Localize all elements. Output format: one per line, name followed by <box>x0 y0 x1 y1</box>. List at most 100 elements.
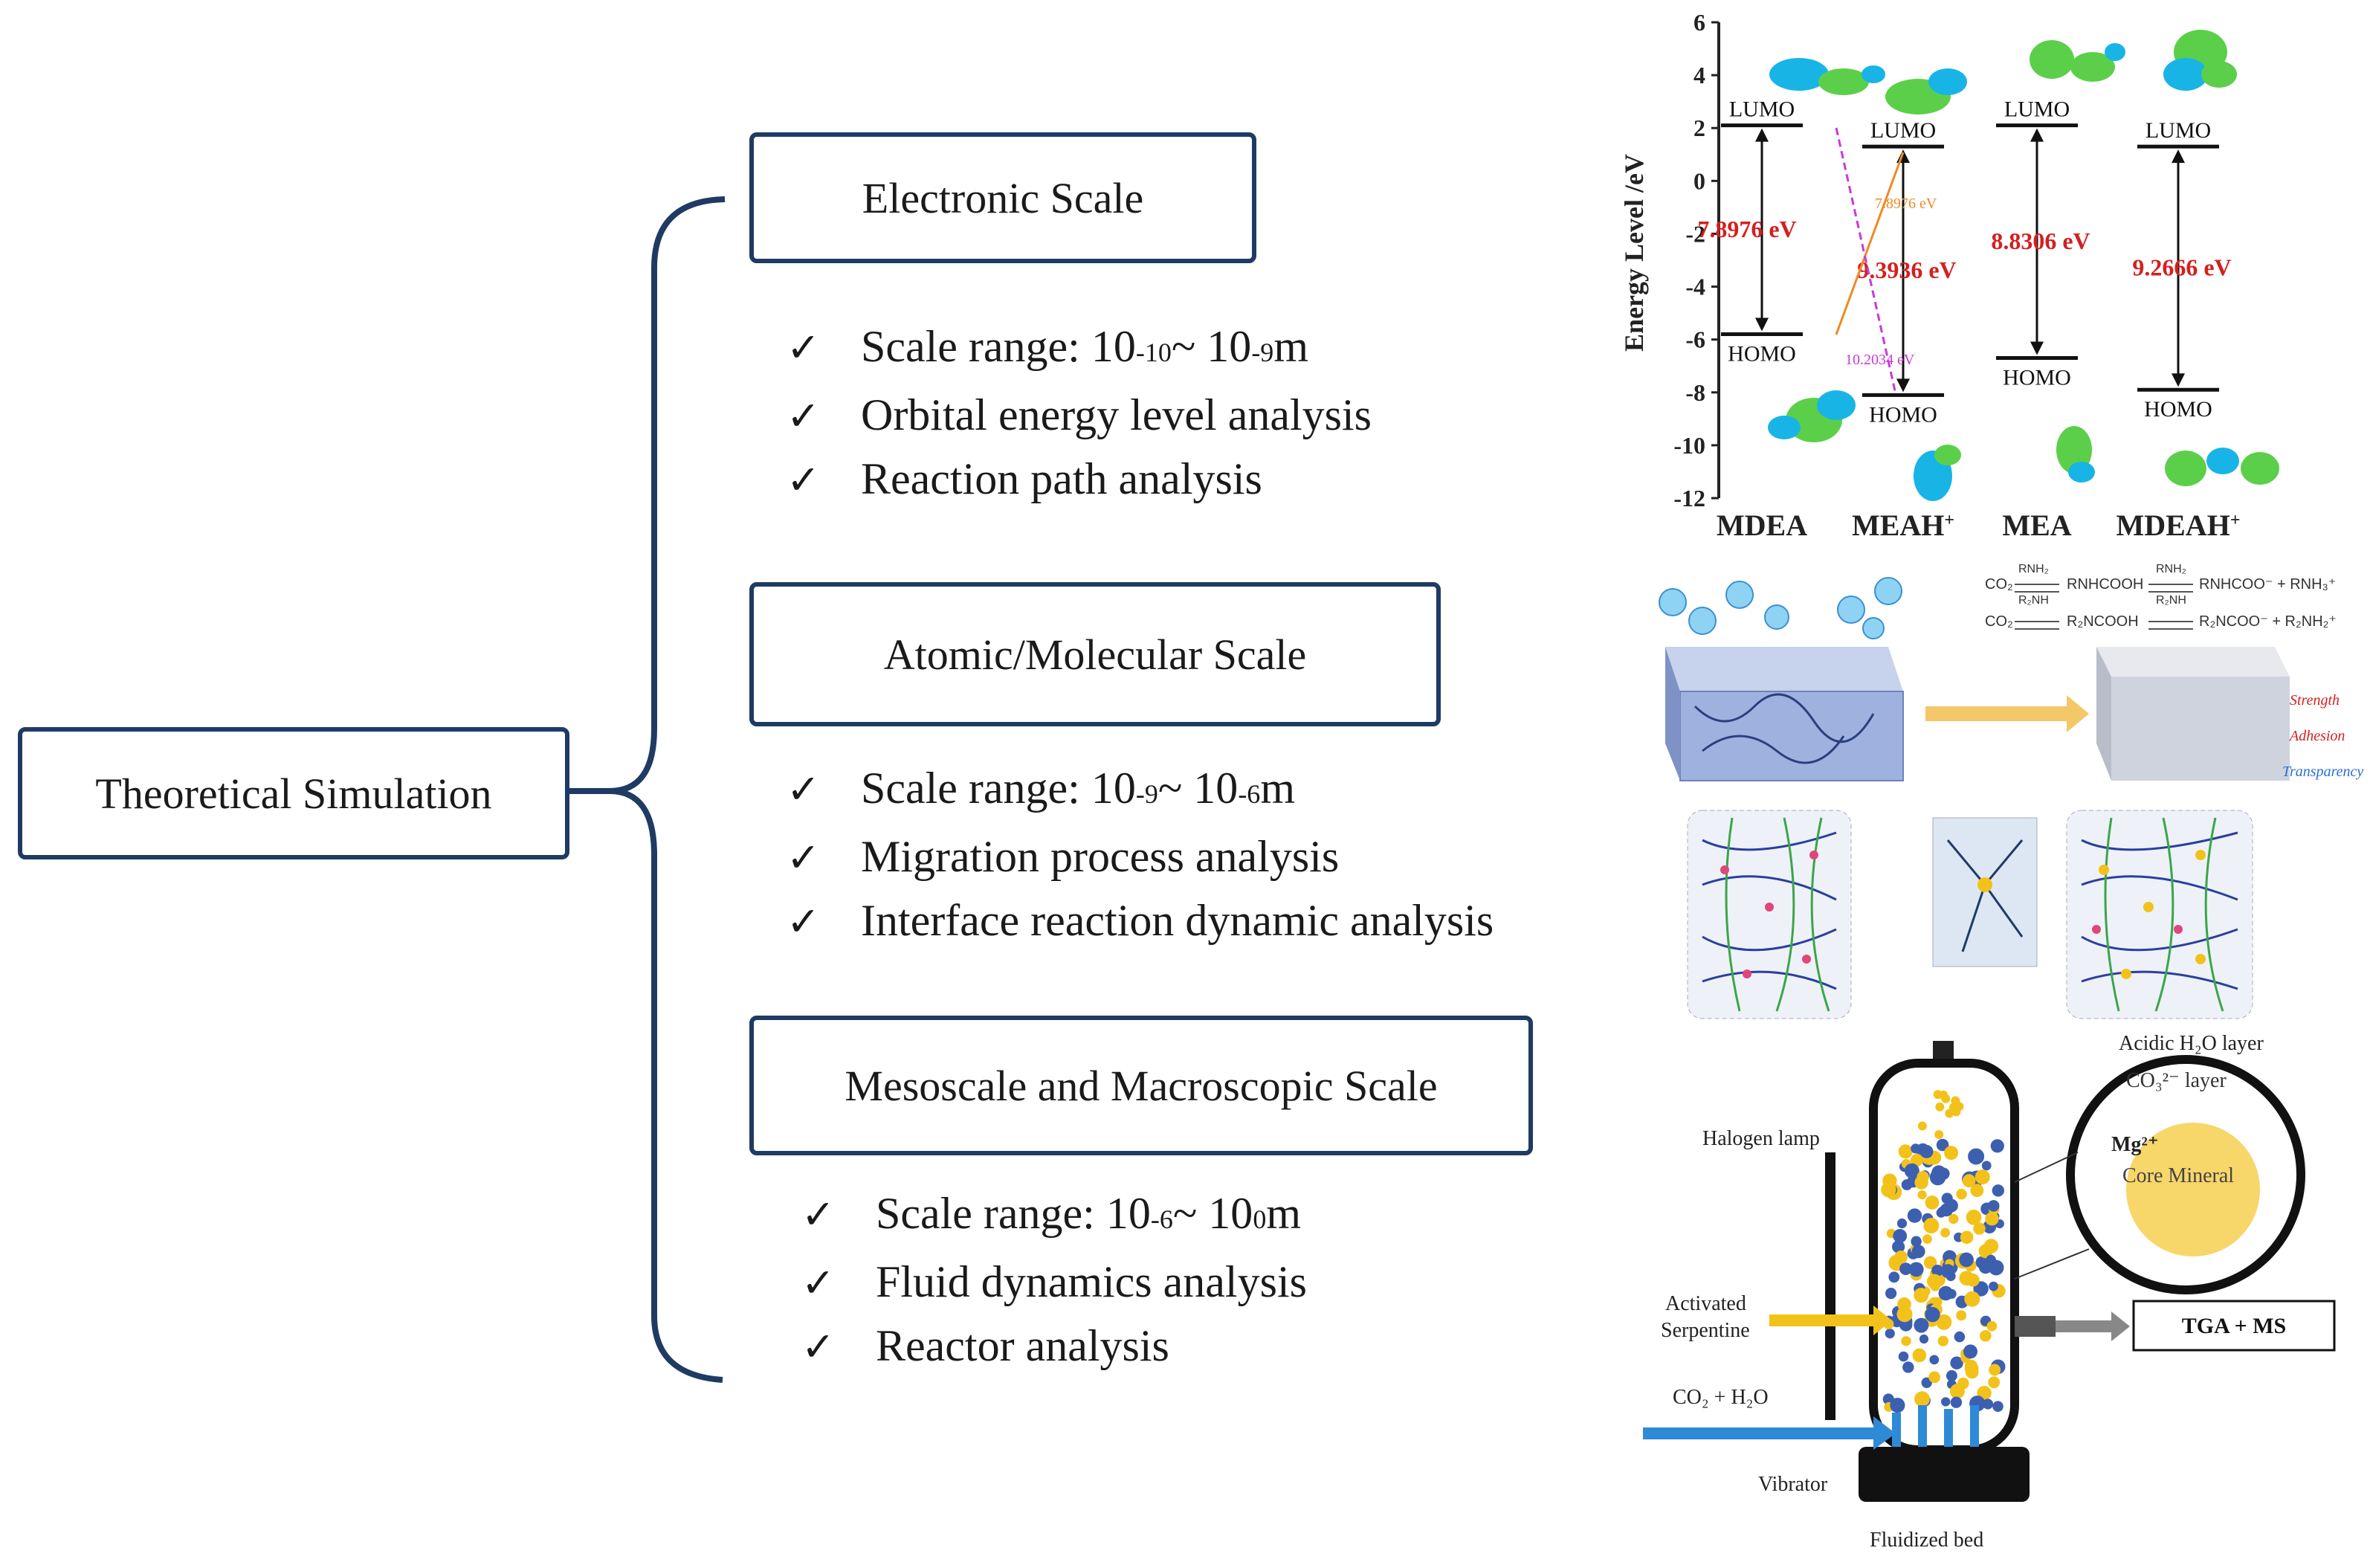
molecule-name: MDEAH+ <box>2116 509 2240 542</box>
particle <box>1894 1251 1908 1264</box>
activated-label: Activated <box>1665 1292 1746 1315</box>
y-tick-label: 4 <box>1693 62 1705 88</box>
orbital-illustrations <box>1768 30 2279 501</box>
orbital-blob <box>2056 426 2095 483</box>
particle <box>1945 1109 1954 1118</box>
process-arrow <box>1925 695 2089 732</box>
eq1-top2: RNH₂ <box>2156 563 2186 575</box>
gap-value-label: 9.2666 eV <box>2132 254 2231 281</box>
gap-arrowhead-up <box>2030 128 2044 142</box>
lumo-label: LUMO <box>1870 118 1936 143</box>
particle <box>1914 1175 1928 1190</box>
check-icon: ✓ <box>787 766 821 813</box>
eq1-mid: RNHCOOH <box>2067 576 2143 593</box>
y-tick-label: 0 <box>1693 167 1705 194</box>
bullet-reactor: ✓Reactor analysis <box>801 1314 1307 1378</box>
gap-value-label: 9.3936 eV <box>1857 257 1956 283</box>
particle <box>1896 1306 1913 1323</box>
tree-connector <box>569 196 726 1383</box>
outlet-arrow <box>2056 1311 2130 1341</box>
particle <box>1925 1196 1940 1210</box>
vibrator-label: Vibrator <box>1758 1473 1828 1496</box>
particle <box>1970 1184 1984 1198</box>
particle <box>1986 1320 1998 1332</box>
particle <box>1922 1234 1932 1244</box>
particle <box>1989 1364 2001 1376</box>
eq2-mid: R₂NCOOH <box>2067 613 2139 630</box>
orbital-blob <box>2165 448 2279 486</box>
lumo-label: LUMO <box>2004 97 2070 122</box>
gap-arrowhead-up <box>1755 128 1769 142</box>
section-atomic-title-box: Atomic/Molecular Scale <box>749 582 1441 726</box>
section-meso-title-box: Mesoscale and Macroscopic Scale <box>749 1016 1533 1155</box>
network-panel-left <box>1687 810 1852 1019</box>
gap-arrowhead-down <box>1896 378 1910 393</box>
bracket-upper <box>609 196 726 794</box>
particle <box>1986 1254 1996 1265</box>
particle <box>1888 1271 1900 1283</box>
homo-label: HOMO <box>2144 397 2212 422</box>
eq1-bot1: R₂NH <box>2018 594 2049 607</box>
particle <box>1941 1094 1951 1103</box>
particle <box>1882 1173 1897 1188</box>
particle <box>1925 1306 1940 1323</box>
particle <box>1936 1314 1952 1330</box>
particle <box>1948 1213 1959 1225</box>
particle <box>1914 1317 1929 1333</box>
eq2-right: R₂NCOO⁻ + R₂NH₂⁺ <box>2199 613 2337 630</box>
particle <box>1968 1148 1985 1165</box>
particle <box>1911 1153 1923 1167</box>
homo-label: HOMO <box>1728 342 1796 367</box>
particle <box>1941 1397 1951 1407</box>
particle <box>1885 1288 1897 1300</box>
y-tick-label: 6 <box>1693 9 1705 36</box>
particle <box>1936 1138 1949 1152</box>
particle <box>1911 1143 1921 1154</box>
gap-arrowhead-down <box>2172 373 2185 387</box>
check-icon: ✓ <box>787 393 821 439</box>
particle <box>1989 1281 1998 1291</box>
serpentine-label: Serpentine <box>1661 1319 1750 1342</box>
check-icon: ✓ <box>787 898 821 945</box>
energy-ylabel: Energy Level /eV <box>1619 154 1649 352</box>
cross-arrow-orange <box>1835 152 1905 335</box>
molecule-name: MEA <box>2002 509 2071 542</box>
particle <box>1981 1161 1992 1171</box>
inlet-arrows <box>1892 1405 1979 1450</box>
bullet-migration: ✓Migration process analysis <box>787 825 1494 889</box>
eq1-bot2: R₂NH <box>2156 594 2186 607</box>
particle <box>1902 1361 1914 1373</box>
particle <box>1904 1163 1919 1178</box>
particle <box>1940 1264 1955 1279</box>
particle <box>1923 1218 1940 1233</box>
eq1-top1: RNH₂ <box>2018 563 2049 575</box>
particle <box>1982 1398 1994 1410</box>
orbital-blob <box>1768 390 1856 442</box>
prop-strength: Strength <box>2290 692 2340 709</box>
y-tick-label: -12 <box>1673 485 1705 512</box>
check-icon: ✓ <box>787 834 821 881</box>
gel-block-left <box>1665 647 1904 781</box>
check-icon: ✓ <box>787 456 821 503</box>
particle <box>1966 1273 1980 1287</box>
particle <box>1987 1200 2000 1212</box>
vibrator-base <box>1859 1447 2030 1502</box>
particle <box>1962 1174 1976 1188</box>
homo-label: HOMO <box>2003 366 2071 390</box>
molecule-name: MEAH+ <box>1852 509 1954 542</box>
cross-gap-label-2: 10.2034 eV <box>1845 352 1915 368</box>
root-node: Theoretical Simulation <box>18 727 569 859</box>
homo-label: HOMO <box>1869 402 1937 427</box>
particle <box>1956 1189 1967 1200</box>
particle <box>1950 1103 1960 1112</box>
particle <box>1933 1090 1943 1100</box>
lumo-label: LUMO <box>1729 97 1795 122</box>
particle <box>1908 1262 1924 1277</box>
reactor-schematic: Halogen lamp Activated Serpentine CO₂ + … <box>1643 1041 2336 1552</box>
prop-transparency: Transparency <box>2282 764 2363 780</box>
orbital-blob <box>1769 58 1885 95</box>
particle <box>1963 1344 1977 1359</box>
serpentine-arrow <box>1769 1306 1892 1335</box>
